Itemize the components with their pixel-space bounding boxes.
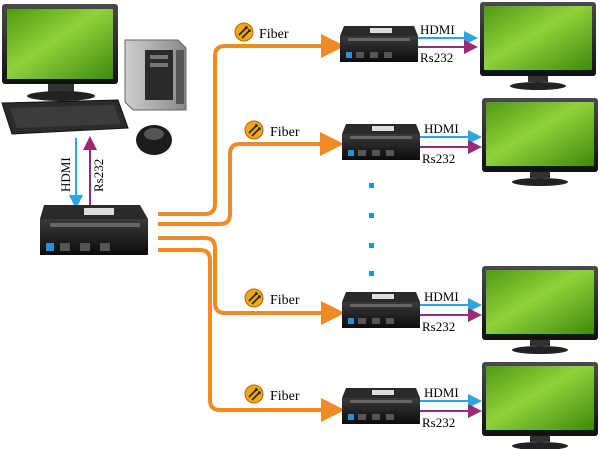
fiber-label: Fiber [270,125,300,140]
fiber-label: Fiber [270,389,300,404]
fiber-label: Fiber [270,293,300,308]
fiber-label: Fiber [259,27,289,42]
receiver-monitor [480,2,596,90]
fiber-links [158,34,345,422]
hdmi-label: HDMI [424,289,459,304]
receiver-1: Fiber HDMI Rs232 [234,2,596,90]
receiver-monitor [482,98,598,186]
receiver-device [340,26,418,62]
receiver-device [342,124,420,160]
more-receivers-dots [369,183,374,276]
hdmi-label: HDMI [420,22,455,37]
mouse [136,125,172,155]
rs232-label: Rs232 [422,319,455,334]
fiber-line-2 [158,132,344,226]
fiber-icon [244,288,264,308]
receiver-3: Fiber HDMI Rs232 [244,266,598,354]
computer-tower [124,39,187,111]
source-rs232-label: Rs232 [91,159,106,192]
fiber-icon [244,120,264,140]
fiber-icon [244,384,264,404]
receiver-4: Fiber HDMI Rs232 [244,362,598,449]
fiber-line-1 [158,34,345,216]
hdmi-label: HDMI [424,121,459,136]
rs232-label: Rs232 [422,415,455,430]
source-monitor [2,4,118,101]
source-hdmi-label: HDMI [58,157,73,192]
rs232-label: Rs232 [420,50,453,65]
keyboard [1,99,129,135]
receiver-device [342,388,420,424]
fiber-icon [234,22,254,42]
receiver-monitor [482,266,598,354]
source-computer [1,4,187,155]
fiber-line-4 [158,248,345,422]
transmitter-device [40,205,148,255]
fiber-line-3 [158,236,345,325]
receiver-2: Fiber HDMI Rs232 [244,98,598,186]
rs232-label: Rs232 [422,151,455,166]
receiver-monitor [482,362,598,449]
receiver-device [342,292,420,328]
hdmi-label: HDMI [424,385,459,400]
